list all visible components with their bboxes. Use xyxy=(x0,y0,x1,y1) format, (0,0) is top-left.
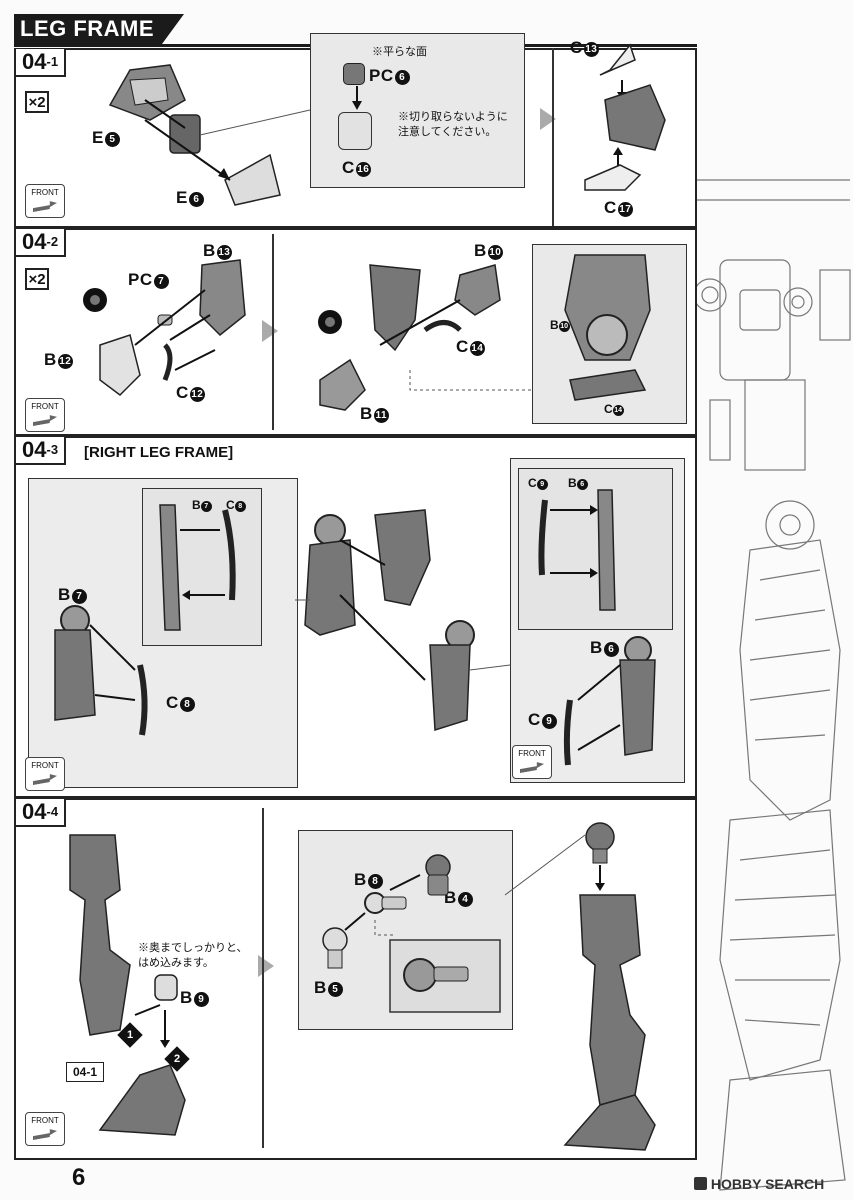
panel-divider xyxy=(262,808,264,1148)
pc6-insert-arrow xyxy=(352,86,362,110)
step-label-04-1: 04-1 xyxy=(16,49,67,77)
quantity-badge: ×2 xyxy=(25,268,49,290)
step-number: 04 xyxy=(22,49,47,74)
quantity-badge: ×2 xyxy=(25,91,49,113)
panel-divider xyxy=(552,48,554,226)
step-arrow-icon xyxy=(540,108,556,130)
step-04-1-detail-box xyxy=(310,33,525,188)
robot-reference-illustration xyxy=(690,179,851,1191)
section-title: LEG FRAME xyxy=(14,14,162,44)
panel-divider xyxy=(272,234,274,430)
front-indicator: FRONT xyxy=(25,398,65,432)
step-04-1-parts-illustration xyxy=(108,64,311,206)
front-arrow-icon xyxy=(33,412,57,426)
step-04-3-right-illustration xyxy=(538,489,656,766)
front-arrow-icon xyxy=(33,1126,57,1140)
step-04-3-center-illustration xyxy=(295,509,511,732)
note-push-in-fully: ※奥までしっかりと、はめ込みます。 xyxy=(138,942,248,969)
step-substep: -1 xyxy=(46,54,59,69)
note-do-not-cut: ※切り取らないように注意してください。 xyxy=(398,111,508,138)
step-label-04-4: 04-4 xyxy=(16,799,67,827)
step-04-4-left-illustration xyxy=(69,834,186,1136)
step-04-2-middle-illustration xyxy=(318,264,540,411)
step-04-4-detail-illustration xyxy=(322,854,501,1013)
step-arrow-icon xyxy=(258,955,274,977)
front-label: FRONT xyxy=(31,188,59,197)
step-04-2-left-illustration xyxy=(83,259,246,396)
part-c16-shape xyxy=(338,112,372,150)
section-title-tab xyxy=(162,14,184,44)
step-label-04-3: 04-3 xyxy=(16,437,67,465)
step-04-3-left-illustration xyxy=(54,504,236,736)
watermark: HOBBY SEARCH xyxy=(694,1176,824,1192)
step-arrow-icon xyxy=(262,320,278,342)
page-number: 6 xyxy=(72,1164,86,1191)
front-arrow-icon xyxy=(33,771,57,785)
front-indicator: FRONT xyxy=(25,757,65,791)
polycap-pc6-shape xyxy=(343,63,365,85)
front-arrow-icon xyxy=(520,759,544,773)
watermark-logo-icon xyxy=(694,1177,707,1190)
step-04-1-assembly xyxy=(584,43,666,191)
step-subtitle: [RIGHT LEG FRAME] xyxy=(84,444,234,461)
front-arrow-icon xyxy=(33,198,57,212)
step-04-2-detail-illustration xyxy=(564,254,651,401)
front-indicator: FRONT xyxy=(25,1112,65,1146)
front-indicator: FRONT xyxy=(512,745,552,779)
reference-step-tag: 04-1 xyxy=(66,1062,105,1082)
front-indicator: FRONT xyxy=(25,184,65,218)
step-04-4-result-illustration xyxy=(504,822,656,1151)
note-flat-side: ※平らな面 xyxy=(372,46,427,58)
step-label-04-2: 04-2 xyxy=(16,229,67,257)
